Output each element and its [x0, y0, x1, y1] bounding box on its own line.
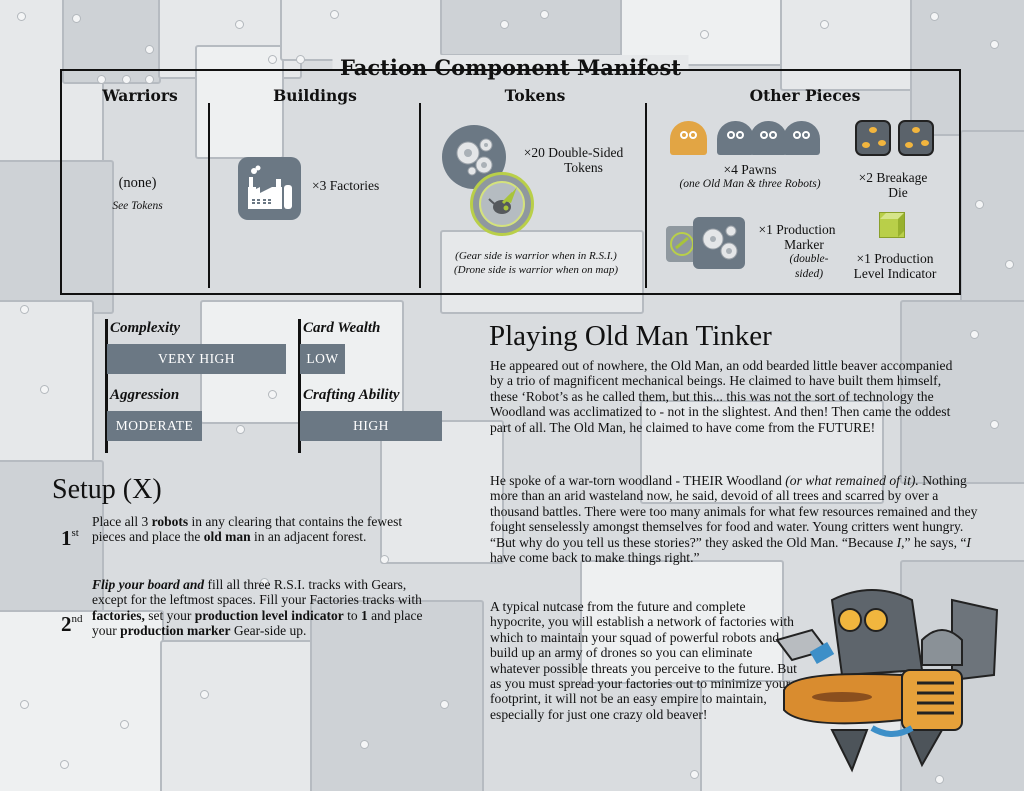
factory-icon [238, 157, 301, 220]
robot-pawn-icon [783, 121, 820, 155]
production-level-line1: ×1 Production [856, 251, 934, 266]
story-paragraph-1: He appeared out of nowhere, the Old Man,… [490, 358, 953, 435]
aside: (or what remained of it). [785, 473, 919, 488]
crafting-ability-value: HIGH [300, 411, 442, 441]
warriors-note: See Tokens [112, 200, 163, 212]
complexity-label: Complexity [110, 320, 180, 336]
text: ,” he says, “ [901, 534, 967, 550]
breakage-die-line2: Die [888, 185, 908, 200]
step-1-ordinal: 1st [61, 526, 79, 551]
tokens-note: (Gear side is warrior when in R.S.I.) (D… [436, 249, 636, 277]
text: Place all 3 [92, 514, 152, 529]
text: Gear-side up. [230, 622, 307, 638]
text: have come back to make things right.” [490, 550, 700, 566]
production-marker-gear-side-icon [693, 217, 745, 269]
drone-token-icon [470, 172, 534, 236]
aggression-label: Aggression [110, 387, 180, 403]
story-paragraph-3: A typical nutcase from the future and co… [490, 599, 797, 722]
warriors-heading: Warriors [102, 86, 178, 105]
text: fill all three R.S.I. tracks with Gears,… [92, 577, 422, 608]
ordinal-suffix: nd [71, 613, 83, 625]
production-marker-line1: ×1 Production [758, 222, 836, 237]
flip-board-instruction: Flip your board and [92, 577, 205, 592]
story-paragraph-2: He spoke of a war-torn woodland - THEIR … [490, 473, 990, 565]
production-marker-line2: Marker [784, 237, 824, 252]
stats-divider [105, 319, 108, 453]
robot-chainsaw-illustration [772, 580, 1012, 775]
tokens-count-line1: ×20 Double-Sided [523, 145, 624, 160]
card-wealth-label: Card Wealth [303, 320, 381, 336]
setup-title: Setup (X) [52, 474, 162, 505]
text: in any clearing that contains the fewest… [92, 514, 403, 545]
column-divider [419, 103, 421, 288]
manifest-title: Faction Component Manifest [332, 55, 689, 80]
crafting-ability-label: Crafting Ability [303, 387, 400, 403]
tokens-count-line2: Tokens [564, 160, 603, 175]
text: and place your [92, 607, 423, 638]
column-divider [645, 103, 647, 288]
tokens-heading: Tokens [504, 86, 566, 105]
breakage-die-icon [898, 120, 934, 156]
pawns-note: (one Old Man & three Robots) [679, 178, 821, 190]
keyword-factories: factories, [92, 607, 145, 623]
pawns-count: ×4 Pawns [723, 162, 777, 177]
production-level-count: ×1 Production Level Indicator [845, 251, 945, 281]
tokens-count: ×20 Double-Sided Tokens [516, 145, 631, 175]
ordinal-number: 1 [61, 526, 72, 550]
emphasis: I [896, 534, 902, 550]
ordinal-number: 2 [61, 612, 72, 636]
text: set your [144, 607, 195, 623]
text: in an adjacent forest. [250, 529, 367, 545]
keyword-level-one: 1 [361, 607, 368, 623]
other-pieces-heading: Other Pieces [749, 86, 861, 105]
keyword-production-level-indicator: production level indicator [194, 607, 344, 623]
aggression-value: MODERATE [107, 411, 202, 441]
breakage-die-count: ×2 Breakage Die [848, 170, 938, 200]
faction-component-manifest: Faction Component Manifest [60, 55, 961, 295]
column-divider [208, 103, 210, 288]
production-level-cube-icon [879, 212, 905, 238]
complexity-value: VERY HIGH [107, 344, 286, 374]
old-man-pawn-icon [670, 121, 707, 155]
production-marker-note: (double-sided) [789, 253, 829, 280]
drone-side-note: (Drone side is warrior when on map) [454, 264, 618, 276]
breakage-die-line1: ×2 Breakage [858, 170, 928, 185]
breakage-die-icon [855, 120, 891, 156]
story-title: Playing Old Man Tinker [489, 320, 772, 352]
text: He spoke of a war-torn woodland - THEIR … [490, 473, 782, 488]
keyword-robots: robots [151, 514, 189, 529]
robot-pawn-icon [717, 121, 754, 155]
stats-divider [298, 319, 301, 453]
keyword-old-man: old man [203, 529, 251, 545]
text: to [343, 607, 362, 623]
setup-step-2: Flip your board and fill all three R.S.I… [92, 577, 432, 638]
gear-side-note: (Gear side is warrior when in R.S.I.) [455, 250, 617, 262]
card-wealth-value: LOW [300, 344, 345, 374]
keyword-production-marker: production marker [120, 622, 231, 638]
buildings-heading: Buildings [273, 86, 357, 105]
setup-step-1: Place all 3 robots in any clearing that … [92, 514, 432, 545]
production-marker-count: ×1 Production Marker (double-sided) [752, 222, 842, 282]
factories-count: ×3 Factories [312, 178, 380, 193]
production-level-line2: Level Indicator [853, 266, 937, 281]
emphasis: I [966, 534, 971, 550]
text: Nothing more than an arid wasteland now,… [490, 473, 978, 550]
robot-pawn-icon [750, 121, 787, 155]
warriors-value: (none) [118, 175, 157, 191]
ordinal-suffix: st [71, 527, 79, 539]
step-2-ordinal: 2nd [61, 612, 83, 637]
